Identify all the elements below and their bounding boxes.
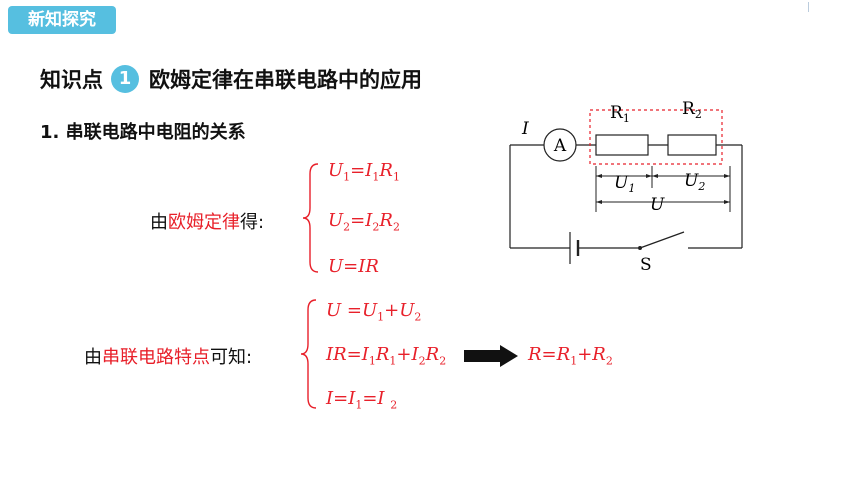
series-law-suffix: 可知: [210,347,253,368]
knowledge-point-label: 知识点 [40,68,103,92]
series-brace [300,299,317,409]
equation-subscript: 1 [570,354,578,368]
equation-term: R [379,160,393,181]
equation-subscript: 2 [414,310,422,324]
ohm-law-label: 由欧姆定律得: [150,208,264,234]
r1-label: R1 [610,103,630,125]
series-result-equation: R=R1+R2 [528,344,613,368]
equation-term: IR=I [326,344,369,365]
u1-label: U1 [614,173,635,195]
series-equation-1: U =U1+U2 [326,300,421,324]
ammeter-label: A [553,136,567,156]
equation-term: U [328,160,344,181]
result-arrow-icon [464,345,518,367]
equation-subscript: 2 [372,220,380,234]
ohm-law-highlight: 欧姆定律 [168,212,240,233]
ohm-equation-2: U2=I2R2 [328,210,400,234]
ohm-law-prefix: 由 [150,212,168,233]
top-right-mark [808,2,809,12]
series-equation-2: IR=I1R1+I2R2 [326,344,446,368]
equation-term: R [425,344,440,365]
ohm-brace [302,163,319,273]
current-label: I [521,119,529,139]
ohm-law-suffix: 得: [240,212,265,233]
circuit-diagram: A I R1 R2 U1 U2 U S [509,99,743,275]
equation-subscript: 2 [418,354,426,368]
equation-term: U =U [326,300,378,321]
equation-subscript: 2 [390,398,398,412]
series-law-highlight: 串联电路特点 [102,347,210,368]
equation-subscript: 2 [392,220,400,234]
equation-subscript: 2 [439,354,447,368]
knowledge-point-number-badge: 1 [111,65,139,93]
equation-subscript: 1 [377,310,385,324]
ohm-equation-3: U=IR [328,256,379,277]
ammeter-icon [543,128,577,162]
equation-term: I=I [326,388,356,409]
series-law-label: 由串联电路特点可知: [84,343,252,369]
equivalent-resistance-box [589,109,723,165]
equation-subscript: 1 [355,398,363,412]
equation-term: =I [350,210,373,231]
u-total-label: U [650,195,665,215]
equation-subscript: 1 [372,170,380,184]
equation-term: U [328,210,344,231]
equation-term: =I [362,388,391,409]
u2-label: U2 [684,171,705,193]
equation-term: R [379,210,393,231]
series-law-prefix: 由 [84,347,102,368]
equation-subscript: 1 [343,170,351,184]
switch-blade [639,231,685,249]
series-equation-3: I=I1=I 2 [326,388,397,412]
equation-subscript: 1 [392,170,400,184]
equation-term: +U [384,300,415,321]
ohm-equation-1: U1=I1R1 [328,160,400,184]
resistor-r1 [595,134,649,156]
equation-term: R [375,344,390,365]
subsection-title: 1. 串联电路中电阻的关系 [40,122,246,143]
section-tag: 新知探究 [8,6,116,34]
equation-subscript: 2 [343,220,351,234]
equation-term: =I [350,160,373,181]
knowledge-point-heading: 知识点 1 欧姆定律在串联电路中的应用 [40,64,422,94]
equation-term: +R [577,344,606,365]
r2-label: R2 [682,99,702,121]
equation-subscript: 2 [605,354,613,368]
knowledge-point-title: 欧姆定律在串联电路中的应用 [149,68,422,92]
equation-subscript: 1 [389,354,397,368]
equation-subscript: 1 [368,354,376,368]
resistor-r2 [667,134,717,156]
equation-term: +I [396,344,419,365]
equation-term: U=IR [328,256,379,277]
equation-term: R=R [528,344,571,365]
switch-label: S [640,255,652,275]
